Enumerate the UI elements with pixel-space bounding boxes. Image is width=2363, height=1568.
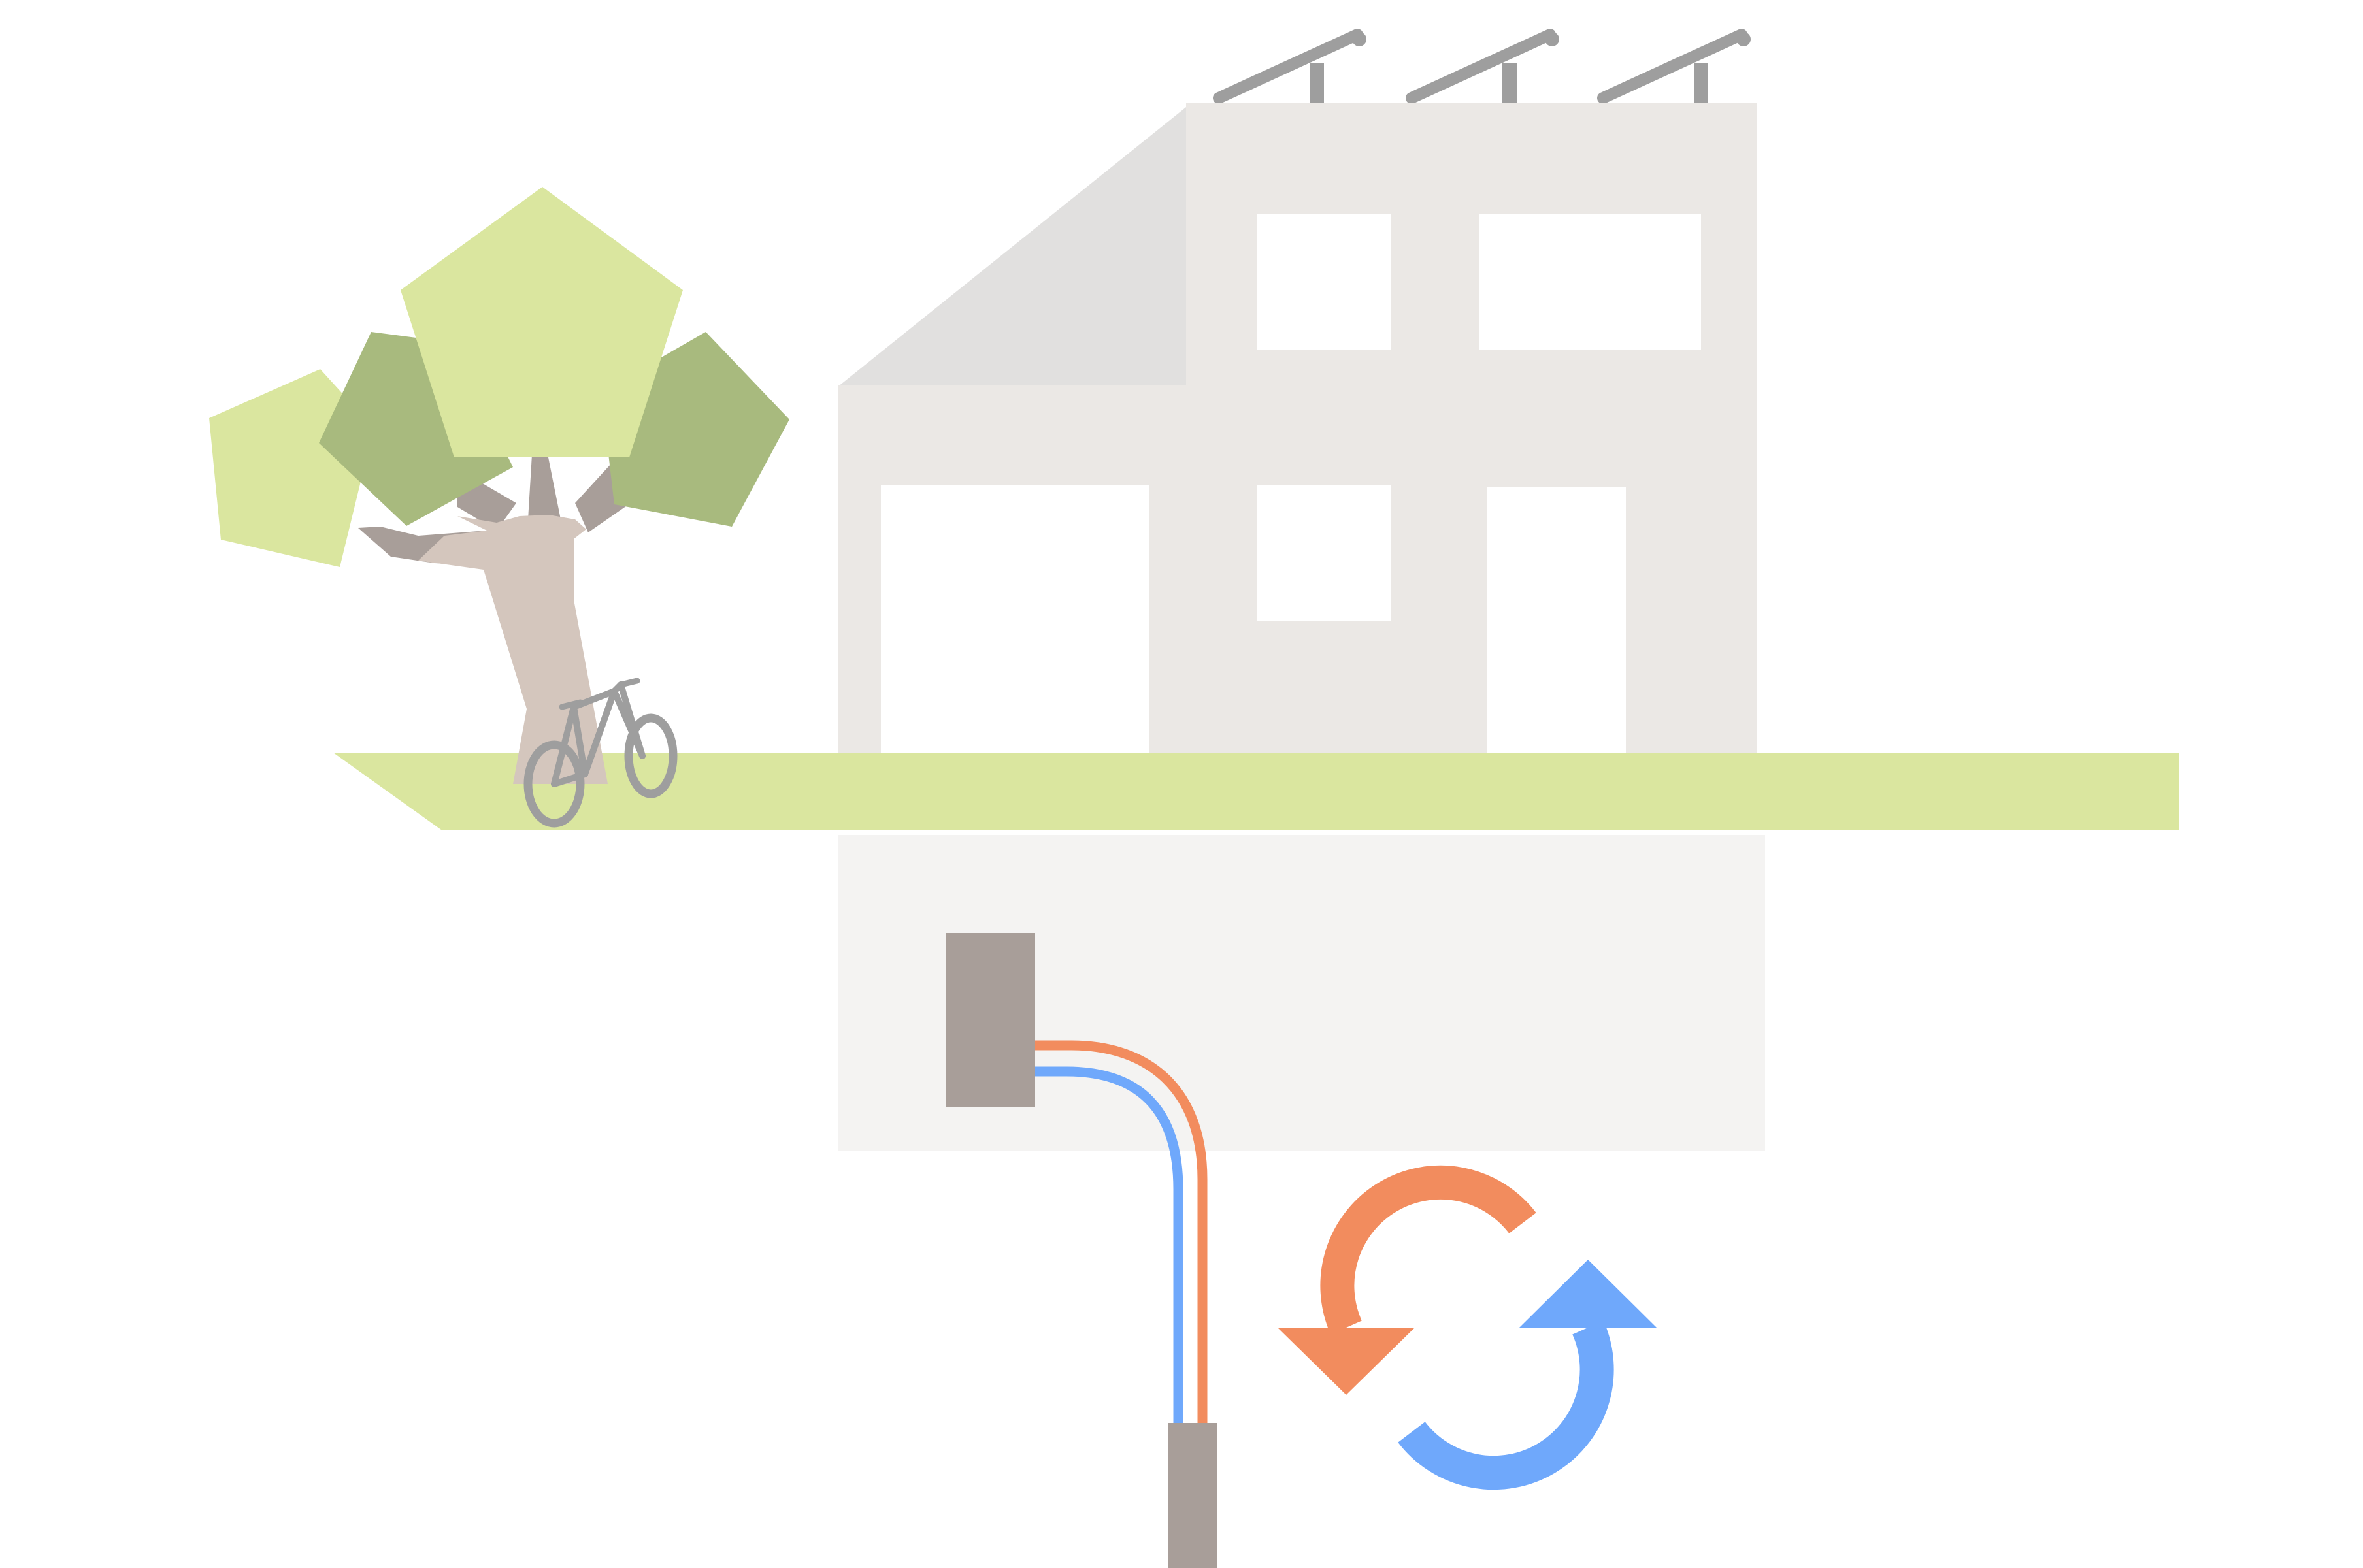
- solar-panel-icon: [1213, 29, 1366, 105]
- tree-branch: [457, 480, 516, 531]
- bicycle-icon: [523, 678, 678, 828]
- solar-panels: [1213, 29, 1751, 105]
- borehole-probe-icon: [1168, 1423, 1217, 1568]
- cool-cycle-arrowhead: [1519, 1260, 1657, 1328]
- house: [838, 103, 1757, 759]
- window: [1487, 487, 1626, 759]
- window: [1257, 214, 1391, 350]
- cool-pipe: [1034, 1066, 1183, 1424]
- ground-loop-pipes: [1034, 1040, 1208, 1424]
- tree-trunk: [418, 515, 608, 784]
- roof-slope: [838, 105, 1189, 387]
- warm-cycle-arrowhead: [1278, 1328, 1415, 1395]
- warm-pipe: [1034, 1040, 1208, 1424]
- warm-cycle-arc: [1320, 1165, 1536, 1335]
- tree-branch: [528, 444, 561, 519]
- cool-cycle-arc: [1398, 1320, 1614, 1490]
- cycle-arrows-icon: [1278, 1165, 1657, 1490]
- heat-pump-unit-icon: [946, 933, 1035, 1107]
- tree-icon: [209, 187, 789, 784]
- tree-leaf: [401, 187, 683, 457]
- solar-panel-icon: [1597, 29, 1751, 105]
- window: [881, 485, 1149, 759]
- ground: [333, 753, 2179, 830]
- solar-panel-icon: [1406, 29, 1559, 105]
- window: [1479, 214, 1701, 350]
- window: [1257, 485, 1391, 621]
